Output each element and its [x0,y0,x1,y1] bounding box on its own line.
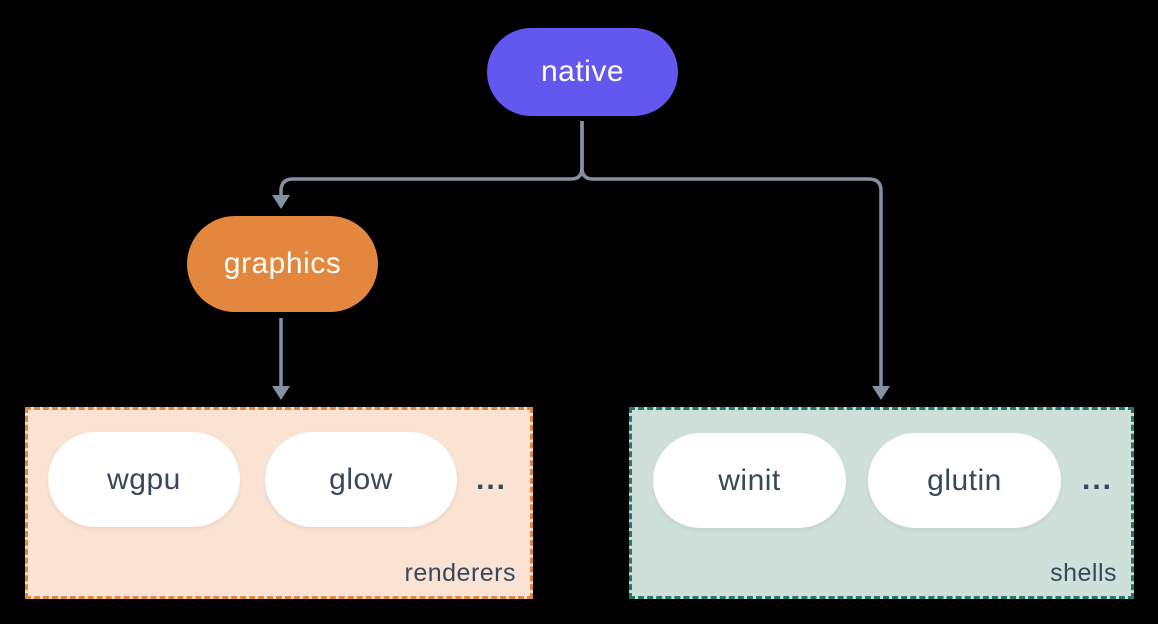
edge-native-shells [580,121,883,387]
node-graphics-label: graphics [223,247,342,280]
edge-native-graphics [279,121,584,196]
node-wgpu-label: wgpu [107,462,181,496]
node-graphics: graphics [187,216,378,312]
arrowhead-shells [872,386,890,400]
node-winit: winit [653,433,846,528]
node-glutin: glutin [868,433,1061,528]
node-native-label: native [540,55,625,88]
arrowhead-graphics [272,195,290,209]
group-renderers-label: renderers [404,559,516,587]
arrowhead-renderers [272,386,290,400]
shells-ellipsis: ... [1082,462,1114,496]
node-wgpu: wgpu [48,432,240,527]
group-shells: winit glutin ... shells [629,407,1134,599]
node-native: native [487,28,678,116]
group-shells-label: shells [1050,559,1117,587]
renderers-ellipsis: ... [476,462,508,496]
node-glow: glow [265,432,457,527]
group-renderers: wgpu glow ... renderers [25,407,533,599]
node-glow-label: glow [329,462,393,496]
node-winit-label: winit [718,463,781,497]
node-glutin-label: glutin [927,463,1002,497]
